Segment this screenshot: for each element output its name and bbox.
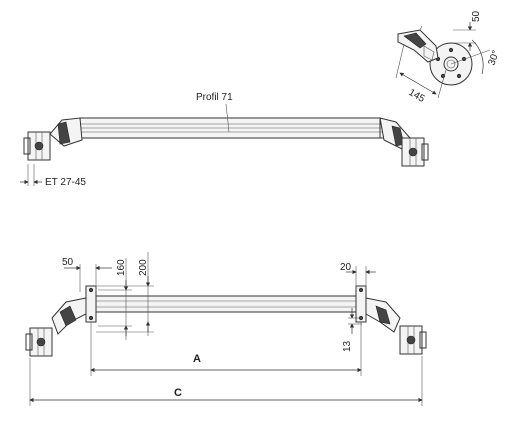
dim-c: C xyxy=(29,356,423,406)
dim-a: A xyxy=(90,322,362,376)
dim-50-top: 50 xyxy=(453,10,482,51)
dim-50-left: 50 xyxy=(62,257,112,292)
axle-beam-lower xyxy=(85,295,367,313)
dim-c-label: C xyxy=(174,387,182,399)
left-torsion-arm-lower xyxy=(51,297,87,335)
dim-offset: ET 27-45 xyxy=(20,164,86,188)
hub-detail-view: 50 30° 145 xyxy=(395,10,502,105)
torsion-arm-bracket xyxy=(397,25,439,63)
hub-flange xyxy=(429,42,473,86)
dim-a-label: A xyxy=(193,353,201,365)
right-hub-upper xyxy=(401,137,429,167)
dim-20: 20 xyxy=(340,262,376,288)
dim-200-label: 200 xyxy=(138,259,149,276)
dim-left-50-label: 50 xyxy=(62,257,74,268)
axle-top-view: 50 160 200 20 xyxy=(25,252,427,406)
left-hub-lower xyxy=(25,327,53,357)
dim-angle-label: 30° xyxy=(486,49,502,67)
axle-beam-upper xyxy=(75,117,385,139)
dim-angle: 30° xyxy=(450,39,502,75)
axle-front-view: Profil 71 ET 27-45 xyxy=(20,92,429,188)
dim-160-label: 160 xyxy=(116,259,127,276)
dim-13-label: 13 xyxy=(342,340,353,352)
dim-13: 13 xyxy=(342,308,362,352)
left-hub-upper xyxy=(23,131,51,161)
dim-160: 160 xyxy=(98,258,132,340)
dim-145-label: 145 xyxy=(407,87,427,105)
dim-20-label: 20 xyxy=(340,262,352,273)
dim-top-50-label: 50 xyxy=(471,10,482,22)
offset-label: ET 27-45 xyxy=(45,177,86,188)
right-torsion-arm-lower xyxy=(365,297,401,333)
profile-callout: Profil 71 xyxy=(196,92,233,133)
left-mount-bracket xyxy=(85,285,97,323)
profile-label: Profil 71 xyxy=(196,92,233,103)
dim-200: 200 xyxy=(96,252,154,336)
right-hub-lower xyxy=(399,325,427,355)
left-torsion-arm-upper xyxy=(49,117,83,147)
right-mount-bracket xyxy=(355,285,367,323)
